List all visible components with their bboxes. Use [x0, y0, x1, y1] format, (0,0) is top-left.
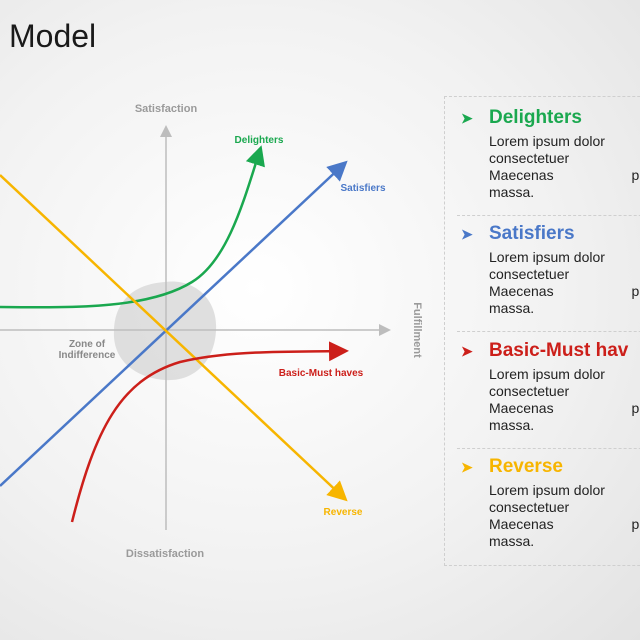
item-description: Lorem ipsum dolor consectetueradipis Mae…: [489, 482, 640, 550]
desc-line: Lorem ipsum dolor: [489, 482, 605, 498]
desc-word: Maecenas: [489, 283, 554, 299]
item-title: Reverse: [489, 456, 563, 477]
basic-must-haves-curve-label: Basic-Must haves: [279, 368, 364, 379]
description-panel: ➤ Delighters Lorem ipsum dolor consectet…: [444, 96, 640, 566]
zone-label-line1: Zone of: [69, 339, 106, 350]
reverse-curve: [0, 174, 348, 502]
item-title: Delighters: [489, 107, 582, 128]
item-title: Satisfiers: [489, 223, 575, 244]
arrow-bullet-icon: ➤: [461, 225, 473, 242]
desc-word: porttitor: [631, 167, 640, 183]
arrow-bullet-icon: ➤: [461, 109, 473, 126]
desc-line: massa.: [489, 533, 535, 549]
satisfiers-curve: [0, 160, 348, 487]
desc-word: consectetuer: [489, 499, 570, 515]
satisfiers-curve-label: Satisfiers: [340, 183, 385, 194]
desc-word: Maecenas: [489, 516, 554, 532]
desc-line: massa.: [489, 300, 535, 316]
zone-label-line2: Indifference: [59, 350, 116, 361]
satisfaction-axis-label: Satisfaction: [135, 103, 198, 115]
desc-line: Lorem ipsum dolor: [489, 249, 605, 265]
desc-word: consectetuer: [489, 150, 570, 166]
item-description: Lorem ipsum dolor consectetueradipis Mae…: [489, 133, 640, 201]
desc-line: massa.: [489, 184, 535, 200]
item-description: Lorem ipsum dolor consectetueradipis Mae…: [489, 249, 640, 317]
reverse-curve-label: Reverse: [324, 507, 363, 518]
arrow-bullet-icon: ➤: [461, 342, 473, 359]
desc-word: porttitor: [631, 283, 640, 299]
desc-word: porttitor: [631, 516, 640, 532]
item-title: Basic-Must hav: [489, 340, 629, 361]
fulfillment-axis-label: Fulfillment: [411, 302, 423, 358]
kano-diagram: Satisfaction Dissatisfaction Fulfillment…: [0, 103, 423, 560]
desc-word: porttitor: [631, 400, 640, 416]
delighters-curve: [0, 145, 265, 309]
desc-word: consectetuer: [489, 266, 570, 282]
item-divider: [457, 331, 640, 332]
desc-line: Lorem ipsum dolor: [489, 366, 605, 382]
desc-line: Lorem ipsum dolor: [489, 133, 605, 149]
item-divider: [457, 448, 640, 449]
item-description: Lorem ipsum dolor consectetueradipis Mae…: [489, 366, 640, 434]
dissatisfaction-axis-label: Dissatisfaction: [126, 548, 205, 560]
arrow-bullet-icon: ➤: [461, 458, 473, 475]
desc-word: consectetuer: [489, 383, 570, 399]
slide-title: Model: [9, 18, 97, 54]
desc-line: massa.: [489, 417, 535, 433]
desc-word: Maecenas: [489, 167, 554, 183]
delighters-curve-label: Delighters: [235, 135, 284, 146]
basic-must-haves-curve: [70, 341, 349, 523]
item-divider: [457, 215, 640, 216]
desc-word: Maecenas: [489, 400, 554, 416]
